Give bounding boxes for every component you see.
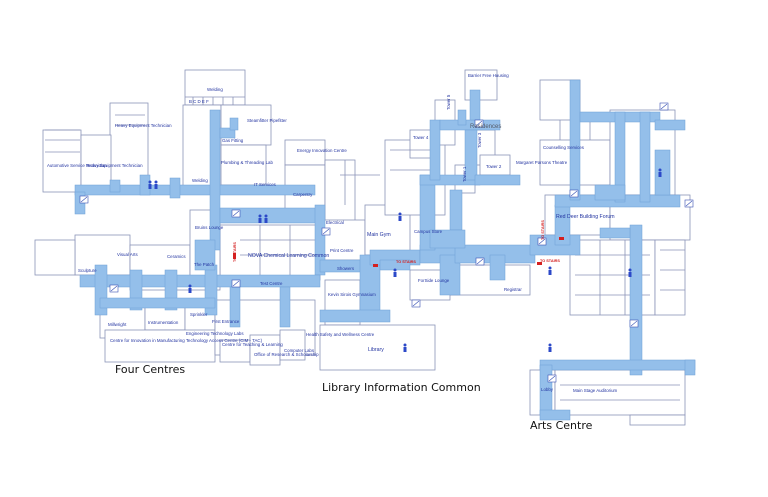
- stairs-icon: [569, 189, 579, 198]
- label-registrar: Registrar: [504, 287, 522, 292]
- stairs-icon: [547, 374, 557, 383]
- label-campus-store: Campus Store: [414, 229, 443, 234]
- label-carpentry: Carpentry: [293, 192, 313, 197]
- washroom-icon: [628, 268, 632, 277]
- label-it-services: IT Services: [254, 182, 277, 187]
- stairs-icon: [629, 319, 639, 328]
- elevator-icon: [537, 262, 542, 265]
- label-welding-bays: B C D E F: [189, 99, 209, 104]
- label-gas-fitting: Gas Fitting: [222, 138, 244, 143]
- stairs-tag-3: TO STAIRS: [541, 220, 545, 240]
- label-sprinkler: Sprinkler: [190, 312, 208, 317]
- stairs-icon: [411, 299, 421, 308]
- label-first-entrance: First Entrance: [212, 319, 240, 324]
- label-tower2: Tower 2: [486, 164, 502, 169]
- washroom-icon-group: [148, 168, 662, 352]
- label-millwright: Millwright: [108, 322, 127, 327]
- label-margaret-parsons: Margaret Parsons Theatre: [516, 160, 568, 165]
- stairs-icon: [79, 195, 89, 204]
- label-kevin-sirois: Kevin Sirois Gymnasium: [328, 292, 376, 297]
- label-ceramics: Ceramics: [167, 254, 186, 259]
- label-main-gym: Main Gym: [367, 232, 391, 238]
- label-steamfitter: Steamfitter Pipefitter: [247, 118, 287, 123]
- label-nova: NOVA Chemical Learning Common: [248, 253, 329, 259]
- label-sculpture: Sculpture: [78, 268, 97, 273]
- stairs-icon: [537, 237, 547, 246]
- label-heavy-equip-tech-2: Heavy Equipment Technician: [86, 163, 143, 168]
- washroom-icon: [548, 343, 552, 352]
- label-forum: Red Deer Building Forum: [556, 214, 615, 220]
- label-cfi: Centre for Innovation in Manufacturing T…: [110, 338, 263, 343]
- stairs-icon: [109, 284, 119, 293]
- hallway-network: [74, 79, 696, 421]
- label-counselling: Counselling Services: [543, 145, 585, 150]
- washroom-icon: [393, 268, 397, 277]
- label-tower3: Tower 3: [477, 132, 482, 148]
- washroom-icon: [403, 343, 407, 352]
- label-electrical: Electrical: [326, 220, 344, 225]
- label-main-stage: Main Stage Auditorium: [573, 388, 618, 393]
- stairs-tag-4: TO STAIRS: [540, 259, 560, 263]
- label-welding-top: Welding: [207, 87, 223, 92]
- label-barrier-free: Barrier Free Housing: [468, 73, 509, 78]
- elevator-icon: [373, 264, 378, 267]
- label-lobby: Lobby: [541, 387, 554, 392]
- label-tower4: Tower 4: [413, 135, 429, 140]
- stairs-icon: [474, 119, 484, 128]
- washroom-icon: [148, 180, 158, 189]
- label-plumbing: Plumbing & Threading Lab: [221, 160, 273, 165]
- label-tower1: Tower 1: [462, 166, 467, 182]
- label-showers: Showers: [337, 266, 355, 271]
- stairs-icon: [231, 209, 241, 218]
- label-research: Office of Research & Scholarship: [254, 352, 319, 357]
- washroom-icon: [258, 214, 268, 223]
- label-forside-lounge: ForSide Lounge: [418, 278, 450, 283]
- stairs-icon: [475, 257, 485, 266]
- label-visual-arts: Visual Arts: [117, 252, 138, 257]
- label-automotive: Automotive Service Technician: [47, 163, 107, 168]
- stairs-icon: [659, 102, 669, 111]
- label-engineering-tech: Engineering Technology Labs: [186, 331, 244, 336]
- stairs-tag-2: TO STAIRS: [396, 260, 416, 264]
- area-title-four-centres: Four Centres: [115, 363, 185, 376]
- washroom-icon: [548, 266, 552, 275]
- label-bruins-lounge: Bruins Lounge: [195, 225, 224, 230]
- room-labels: Welding B C D E F Heavy Equipment Techni…: [47, 73, 618, 393]
- label-test-centre: Test Centre: [260, 281, 283, 286]
- area-title-library: Library Information Common: [322, 381, 481, 394]
- area-title-arts: Arts Centre: [530, 419, 593, 432]
- elevator-icon: [559, 237, 564, 240]
- stairs-icon: [684, 199, 694, 208]
- label-residences: Residences: [470, 124, 501, 130]
- label-print-centre: Print Centre: [330, 248, 354, 253]
- stairs-icon: [231, 279, 241, 288]
- elevator-icon-group: [233, 237, 564, 267]
- label-energy-innovation: Energy Innovation Centre: [297, 148, 347, 153]
- label-welding-mid: Welding: [192, 178, 208, 183]
- label-health-safety: Health Safety and Wellness Centre: [306, 332, 375, 337]
- stairs-tag-1: TO STAIRS: [233, 242, 237, 262]
- stairs-icon-group: [79, 102, 694, 383]
- label-computer-labs: Computer Labs: [284, 348, 315, 353]
- label-the-patch: The Patch: [194, 262, 215, 267]
- washroom-icon: [658, 168, 662, 177]
- washroom-icon: [398, 212, 402, 221]
- label-heavy-equip-tech: Heavy Equipment Technician: [115, 123, 172, 128]
- stairs-icon: [321, 227, 331, 236]
- label-teaching-learning: Centre for Teaching & Learning: [222, 342, 283, 347]
- label-library: Library: [368, 347, 384, 353]
- washroom-icon: [188, 284, 192, 293]
- label-instrumentation: Instrumentation: [148, 320, 179, 325]
- elevator-icon: [233, 253, 236, 259]
- label-tower5: Tower 5: [446, 94, 451, 110]
